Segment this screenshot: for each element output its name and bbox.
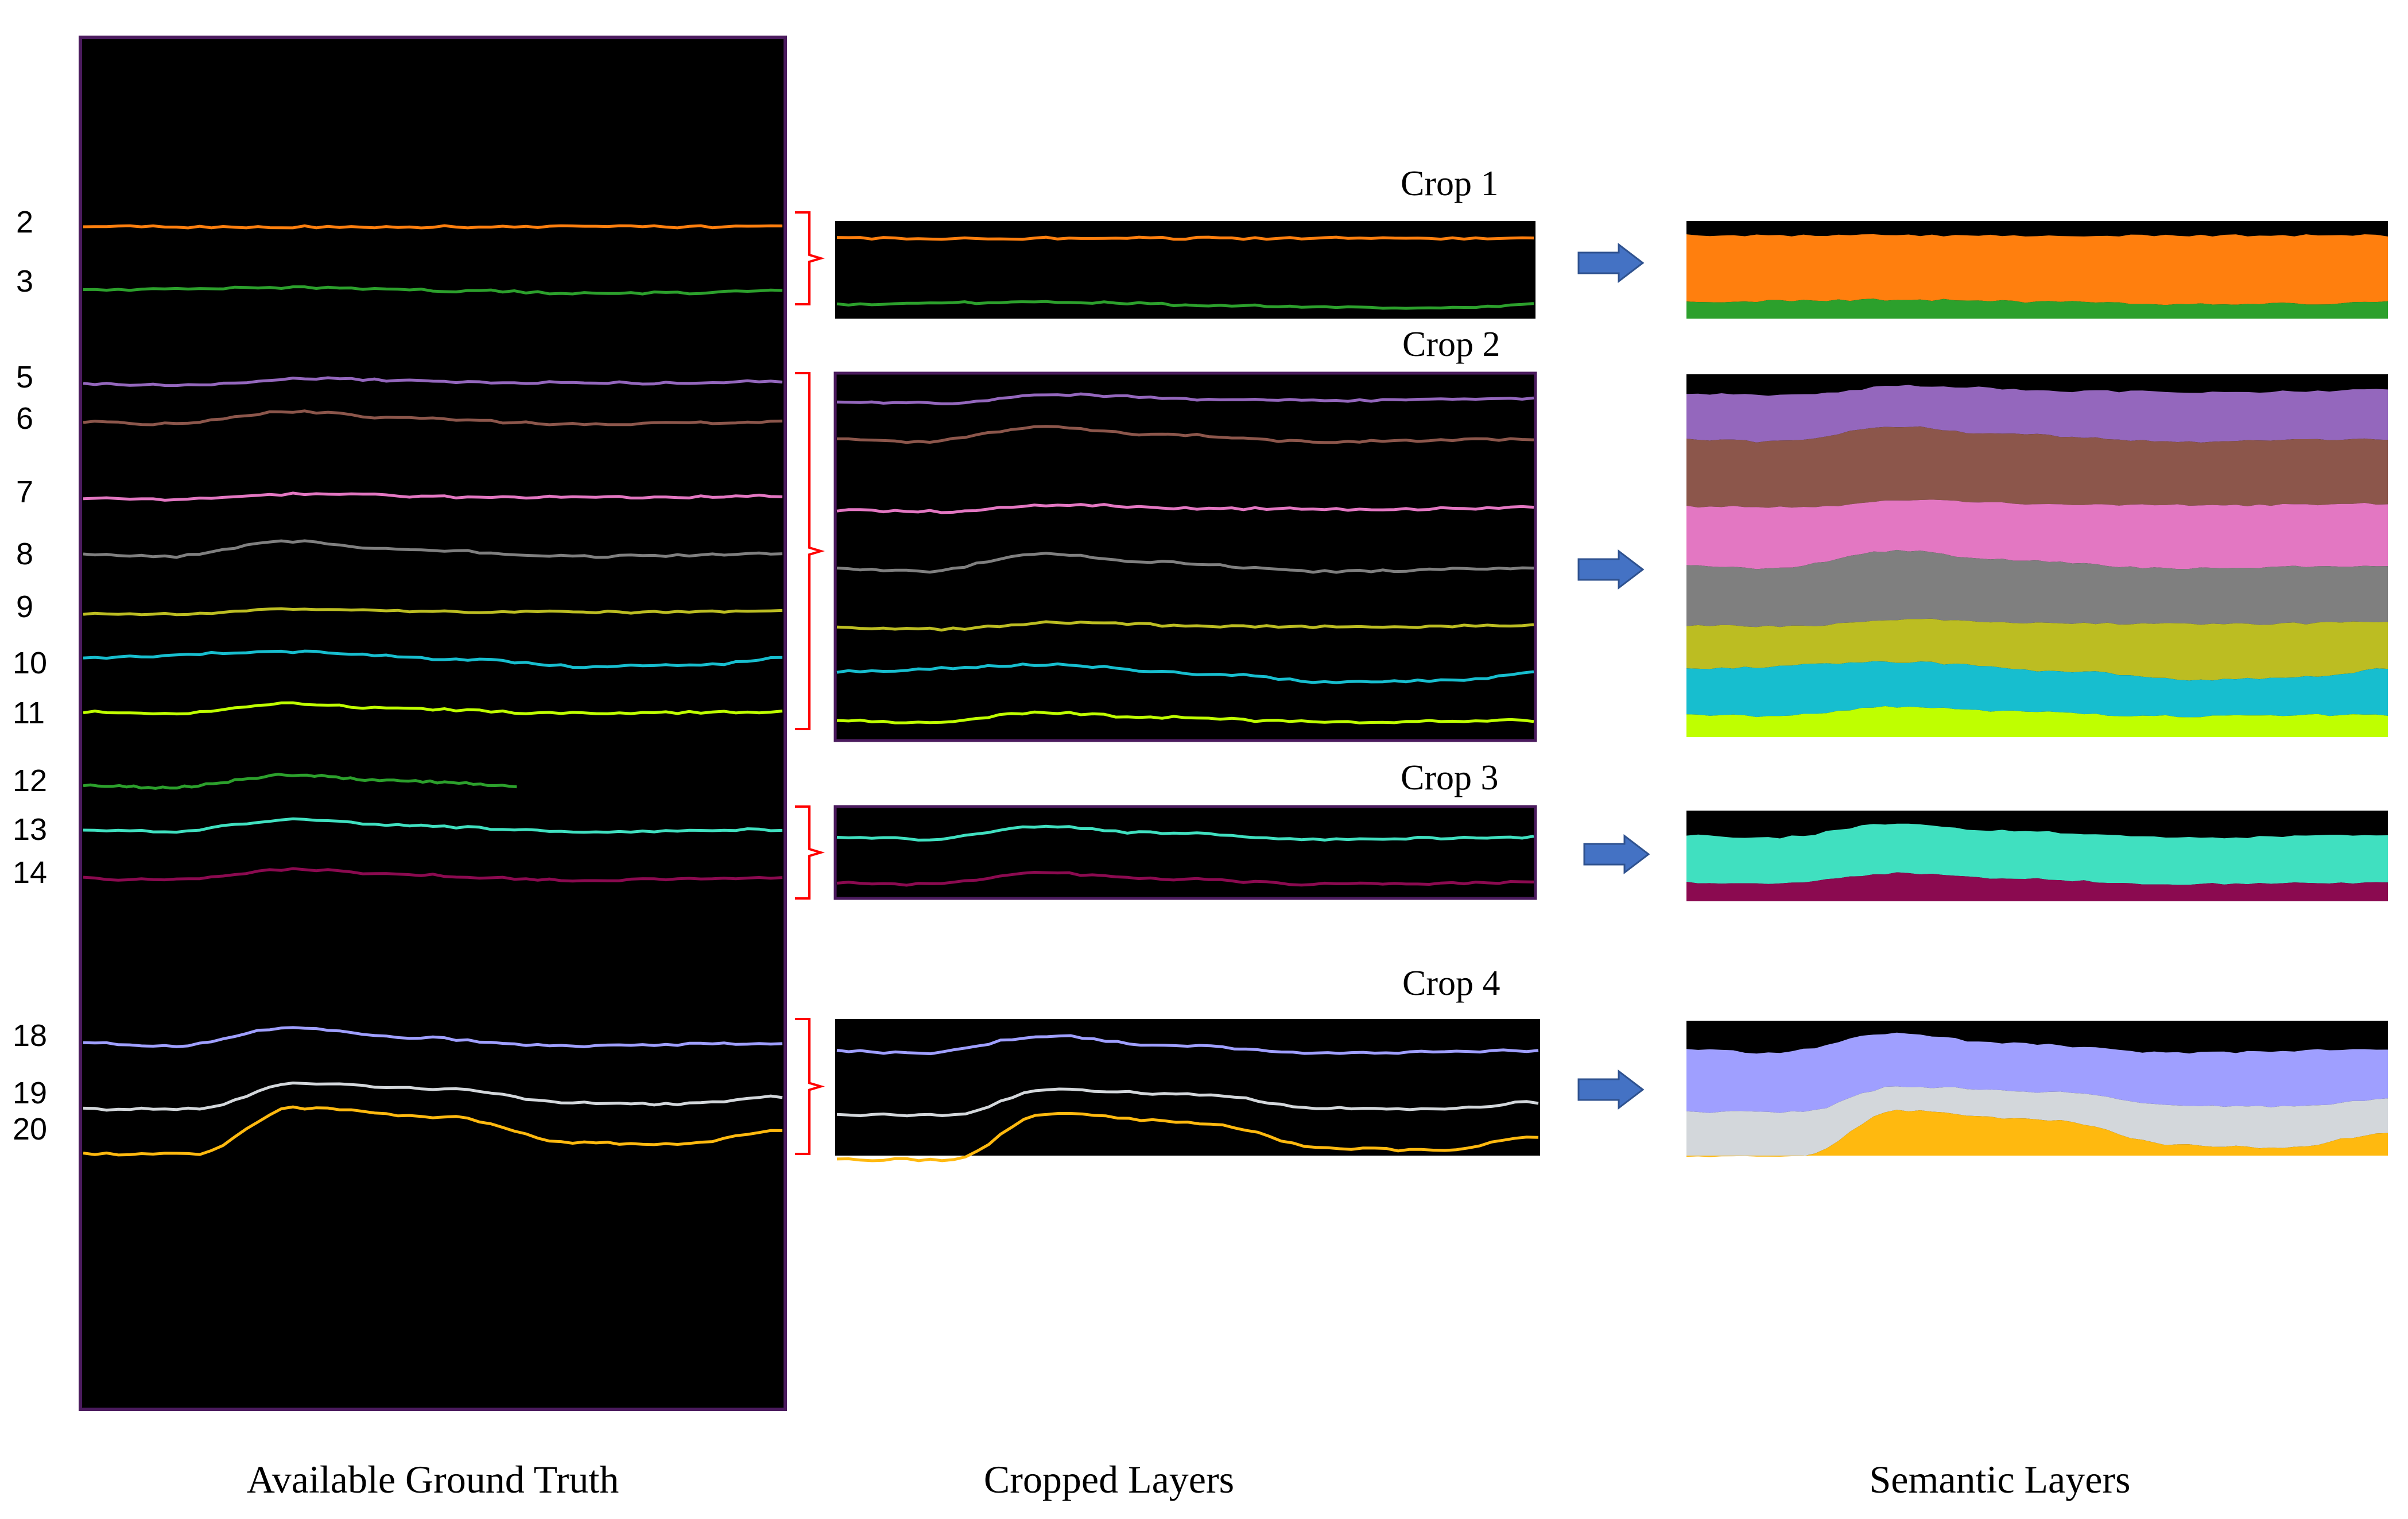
ground-truth-layer-line [83, 1105, 783, 1157]
crop-3-title: Crop 3 [1401, 758, 1499, 797]
crop-4-title: Crop 4 [1402, 964, 1500, 1003]
layer-number-labels: 2 3 5 6 7 8 9 10 11 12 13 14 18 19 20 [13, 205, 47, 1146]
caption-ground-truth: Available Ground Truth [247, 1458, 619, 1501]
layer-number: 13 [13, 812, 47, 847]
crop-2-title: Crop 2 [1402, 325, 1500, 364]
ground-truth-layer-line [83, 649, 783, 669]
caption-semantic: Semantic Layers [1869, 1458, 2130, 1501]
layer-number: 6 [16, 401, 33, 436]
layer-number: 10 [13, 646, 47, 680]
ground-truth-layer-line [83, 491, 783, 502]
layer-number: 7 [16, 475, 33, 509]
ground-truth-layer-line [83, 224, 783, 230]
cropped-layer-line [836, 552, 1534, 574]
cropped-layer-line [836, 235, 1534, 241]
crop-bracket [795, 805, 825, 900]
ground-truth-layer-line [83, 1081, 783, 1112]
arrow-icon [1583, 834, 1650, 875]
crop-4-panel [835, 1019, 1540, 1156]
layer-number: 5 [16, 360, 33, 394]
semantic-layer-band [1686, 872, 2388, 901]
ground-truth-background [79, 36, 787, 1411]
cropped-layer-line [837, 425, 1534, 444]
ground-truth-layer-line [83, 1026, 783, 1049]
layer-number: 11 [13, 696, 45, 730]
ground-truth-layer-line [83, 285, 783, 296]
cropped-layer-line [836, 1034, 1539, 1056]
ground-truth-layer-line [83, 607, 783, 617]
layer-number: 12 [13, 764, 47, 798]
cropped-layer-line [836, 300, 1534, 310]
ground-truth-layer-line [83, 867, 783, 883]
semantic-layer-band [1686, 661, 2388, 718]
ground-truth-panel [79, 36, 787, 1411]
semantic-panels [1686, 221, 2388, 1157]
cropped-layer-line [836, 503, 1534, 514]
crop-1-title: Crop 1 [1401, 164, 1499, 203]
arrow-icon [1577, 242, 1645, 284]
semantic-layer-band [1686, 499, 2388, 569]
semantic-fills [1686, 234, 2388, 1157]
semantic-layer-band [1686, 549, 2388, 627]
semantic-layer-band [1686, 1086, 2388, 1157]
cropped-layer-line [836, 870, 1534, 887]
crop-2-panel [833, 371, 1537, 742]
ground-truth-layer-line [83, 376, 783, 388]
ground-truth-lines [83, 224, 783, 1157]
layer-number: 14 [13, 855, 47, 890]
ground-truth-layer-line [83, 409, 783, 427]
layer-number: 9 [16, 590, 33, 624]
caption-cropped: Cropped Layers [984, 1458, 1234, 1501]
semantic-layer-band [1686, 385, 2388, 443]
cropped-lines [836, 235, 1539, 1162]
arrows [1577, 242, 1650, 1110]
ground-truth-layer-line [83, 773, 517, 790]
cropped-layer-line [836, 710, 1534, 724]
layer-number: 20 [13, 1112, 47, 1146]
cropped-layer-line [836, 392, 1534, 405]
arrow-icon [1577, 1069, 1645, 1110]
layer-number: 2 [16, 205, 33, 239]
captions: Available Ground Truth Cropped Layers Se… [247, 1458, 2131, 1501]
semantic-layer-band [1686, 1110, 2388, 1157]
crop-bracket [795, 372, 825, 730]
crop-titles: Crop 1 Crop 2 Crop 3 Crop 4 [1401, 164, 1500, 1003]
layer-number: 3 [16, 264, 33, 299]
ground-truth-layer-line [83, 817, 783, 834]
cropped-layer-line [836, 1111, 1539, 1162]
crop-brackets [795, 211, 825, 1155]
semantic-layer-band [1686, 299, 2388, 319]
crop-bracket [795, 211, 825, 305]
arrow-icon [1577, 549, 1645, 590]
semantic-layer-band [1686, 706, 2388, 737]
ground-truth-layer-line [83, 539, 783, 559]
semantic-layer-band [1686, 234, 2388, 305]
semantic-layer-band [1686, 426, 2388, 508]
cropped-layer-line [836, 620, 1534, 632]
layer-number: 8 [16, 537, 33, 571]
layer-number: 19 [13, 1076, 47, 1110]
cropped-layer-line [836, 824, 1534, 842]
cropped-layer-line [836, 662, 1534, 684]
semantic-layer-band [1686, 1032, 2388, 1113]
ground-truth-layer-line [83, 701, 783, 716]
cropped-panels [833, 221, 1540, 1162]
crop-bracket [795, 1018, 825, 1155]
semantic-layer-band [1686, 823, 2388, 885]
cropped-layer-line [836, 1087, 1539, 1118]
semantic-layer-band [1686, 618, 2388, 681]
layer-number: 18 [13, 1018, 47, 1053]
